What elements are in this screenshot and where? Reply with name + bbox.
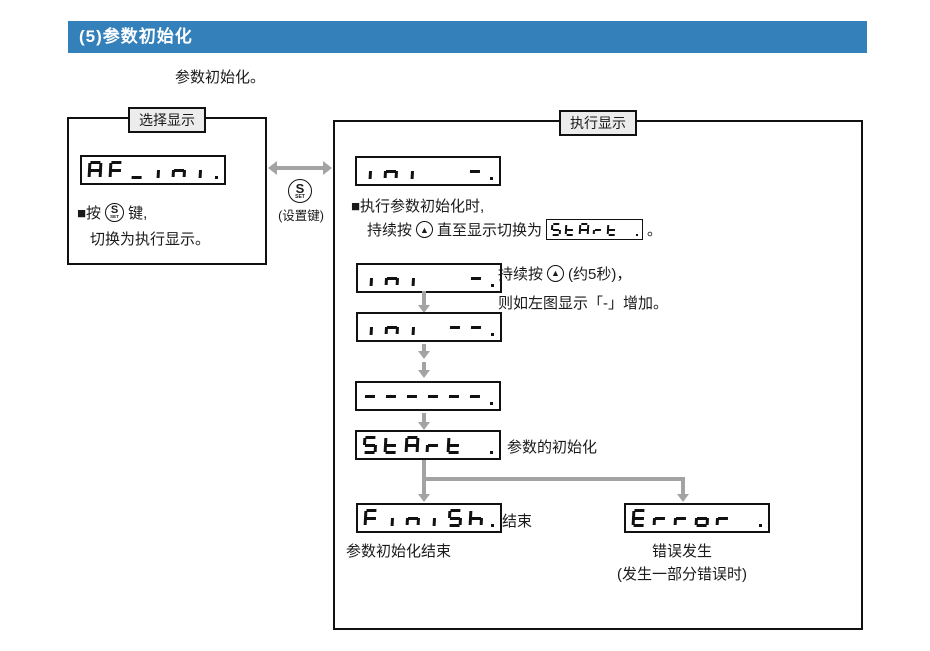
exec-display-tab: 执行显示 xyxy=(559,110,637,136)
select-display-panel: 选择显示 ■按 S SET 键, 切换为执行显示。 xyxy=(67,107,267,265)
press-set-post: 键, xyxy=(128,204,148,222)
flow-arrow-icon xyxy=(422,291,426,305)
set-key-icon: S SET xyxy=(288,179,312,203)
hold-5s-line: 持续按 ▲ (约5秒)， xyxy=(498,262,631,284)
display-start-inline xyxy=(546,219,644,240)
display-ini-top xyxy=(355,156,501,186)
switch-to-exec-line: 切换为执行显示。 xyxy=(90,231,211,248)
branch-line xyxy=(422,477,685,481)
display-all-dashes xyxy=(355,381,501,411)
start-label: 参数的初始化 xyxy=(507,439,598,456)
flow-arrow-icon xyxy=(422,362,426,370)
select-display-tab: 选择显示 xyxy=(128,107,206,133)
toggle-arrow-icon xyxy=(277,166,323,170)
error-caption: 错误发生 xyxy=(651,543,712,560)
flow-arrow-icon xyxy=(422,344,426,351)
hold-press-text: 持续按 xyxy=(367,222,413,239)
press-set-line: ■按 S SET 键, xyxy=(77,201,147,223)
hold-press-text: 持续按 xyxy=(498,265,544,283)
display-error xyxy=(624,503,770,533)
display-af-ini xyxy=(80,155,226,185)
up-key-icon: ▲ xyxy=(416,221,434,238)
display-finish xyxy=(356,503,502,533)
display-ini-1dash xyxy=(356,263,502,293)
finish-caption: 参数初始化结束 xyxy=(346,543,452,560)
dash-increase-line: 则如左图显示「-」增加。 xyxy=(498,295,668,312)
finish-label: 结束 xyxy=(502,513,533,530)
error-caption-detail: (发生一部分错误时) xyxy=(617,566,747,583)
period-text: 。 xyxy=(647,222,663,239)
branch-arrow-error-icon xyxy=(681,477,685,494)
flow-arrow-icon xyxy=(422,413,426,422)
set-key-caption: (设置键) xyxy=(278,209,324,223)
hold-5s-text: (约5秒)， xyxy=(568,265,632,283)
page-title: (5)参数初始化 xyxy=(79,27,193,46)
exec-display-panel: 执行显示 ■执行参数初始化时, 持续按 ▲ 直至显示切换为 。 持续按 ▲ (约… xyxy=(333,110,863,630)
display-ini-2dash xyxy=(356,312,502,342)
up-key-icon: ▲ xyxy=(547,264,565,282)
set-key-icon: S SET xyxy=(105,202,125,222)
exec-note-line2: 持续按 ▲ 直至显示切换为 。 xyxy=(367,219,662,240)
press-set-pre: ■按 xyxy=(77,204,102,222)
section-header-bar: (5)参数初始化 xyxy=(68,21,867,53)
exec-note-line1: ■执行参数初始化时, xyxy=(351,198,485,215)
until-switch-text: 直至显示切换为 xyxy=(437,222,543,239)
display-start xyxy=(355,430,501,460)
intro-text: 参数初始化。 xyxy=(175,69,266,86)
